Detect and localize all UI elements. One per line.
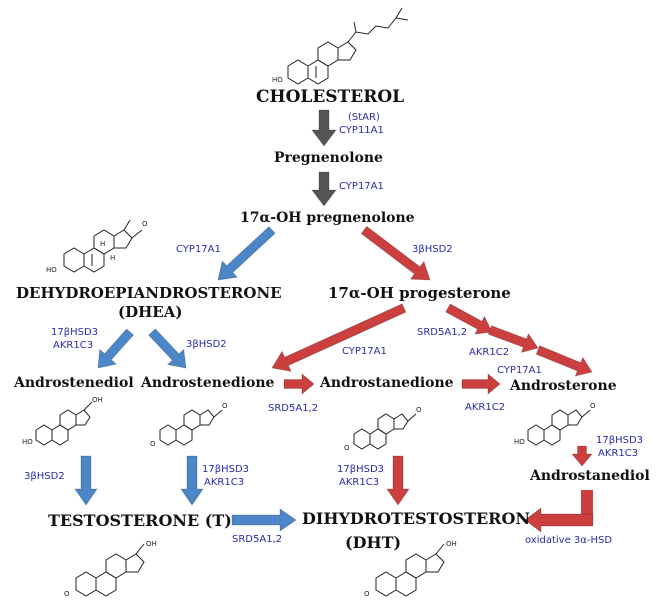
- arrow-dhea-to-androstenedione: [148, 328, 187, 369]
- enzyme-oxidative-3a-hsd: oxidative 3α-HSD: [525, 535, 613, 546]
- cholesterol-structure: HO: [272, 7, 409, 85]
- enzyme-cyp17a1-dhea: CYP17A1: [176, 244, 221, 255]
- enzyme-17bhsd3-dhea: 17βHSD3: [51, 327, 99, 338]
- svg-text:O: O: [150, 440, 156, 448]
- testosterone-structure: OH O: [64, 540, 157, 598]
- arrow-akr1c2-step: [487, 325, 539, 353]
- svg-text:H: H: [110, 254, 115, 262]
- svg-text:O: O: [64, 590, 70, 598]
- enzyme-akr1c3-dhea: AKR1C3: [53, 340, 94, 351]
- androstanedione-label: Androstanedione: [320, 375, 454, 391]
- arrow-oh-progesterone-to-srd5a-step: [445, 303, 493, 335]
- arrow-testosterone-to-dht: [231, 508, 297, 532]
- arrow-to-androsterone: [535, 345, 593, 377]
- enzyme-akr1c3-anstane: AKR1C3: [339, 477, 380, 488]
- svg-text:O: O: [344, 444, 350, 452]
- arrow-androstenediol-to-testosterone: [74, 455, 98, 506]
- enzyme-cyp17a1-prog: CYP17A1: [342, 346, 387, 357]
- svg-text:HO: HO: [22, 438, 33, 446]
- enzyme-3bhsd2-prog: 3βHSD2: [412, 244, 453, 255]
- svg-text:HO: HO: [46, 266, 57, 274]
- arrow-androsterone-to-androstanediol: [571, 445, 593, 467]
- androstenediol-structure: OH HO: [22, 396, 103, 446]
- enzyme-cyp11a1: CYP11A1: [339, 125, 384, 136]
- dhea-structure: O HO H H: [46, 219, 148, 274]
- arrow-pregnenolone-to-oh-pregnenolone: [311, 171, 337, 207]
- oh-progesterone-label: 17α-OH progesterone: [328, 284, 511, 302]
- enzyme-3bhsd2-dhea: 3βHSD2: [186, 339, 227, 350]
- oh-pregnenolone-label: 17α-OH pregnenolone: [240, 210, 415, 226]
- cholesterol-label: CHOLESTEROL: [256, 87, 405, 107]
- svg-text:O: O: [416, 406, 422, 414]
- arrow-oh-pregnenolone-to-oh-progesterone: [360, 225, 431, 281]
- dhea-label-line2: (DHEA): [118, 303, 183, 321]
- svg-text:H: H: [100, 240, 105, 248]
- androstanediol-label: Androstanediol: [530, 468, 650, 484]
- svg-text:O: O: [142, 220, 148, 228]
- dhea-label-line1: DEHYDROEPIANDROSTERONE: [16, 284, 282, 302]
- svg-text:O: O: [364, 590, 370, 598]
- enzyme-cyp17a1-preg: CYP17A1: [339, 181, 384, 192]
- svg-text:OH: OH: [146, 540, 157, 548]
- enzyme-star: (StAR): [348, 112, 380, 123]
- enzyme-17bhsd3-anstane: 17βHSD3: [337, 464, 385, 475]
- svg-text:HO: HO: [514, 438, 525, 446]
- androstenediol-label: Androstenediol: [14, 375, 134, 391]
- svg-text:OH: OH: [446, 540, 457, 548]
- enzyme-akr1c3-andros: AKR1C3: [598, 448, 639, 459]
- enzyme-3bhsd2-bottom: 3βHSD2: [24, 471, 65, 482]
- androsterone-structure: O HO: [514, 402, 596, 446]
- arrow-cholesterol-to-pregnenolone: [311, 109, 337, 147]
- arrow-androstanediol-to-dht: [524, 507, 594, 533]
- enzyme-akr1c3-andione: AKR1C3: [204, 477, 245, 488]
- arrow-androstanedione-to-dht: [386, 455, 410, 506]
- svg-text:HO: HO: [272, 76, 283, 84]
- androstenedione-structure: O O: [150, 402, 228, 448]
- enzyme-akr1c2-mid: AKR1C2: [465, 402, 506, 413]
- enzyme-srd5a12-mid: SRD5A1,2: [268, 403, 319, 414]
- arrow-androstanedione-to-androsterone: [461, 373, 501, 395]
- arrow-androstenedione-to-testosterone: [180, 455, 204, 506]
- enzyme-srd5a12-bottom: SRD5A1,2: [232, 534, 283, 545]
- svg-text:O: O: [590, 402, 596, 410]
- enzyme-srd5a12-top: SRD5A1,2: [417, 327, 468, 338]
- testosterone-label: TESTOSTERONE (T): [48, 511, 232, 530]
- arrow-oh-pregnenolone-to-dhea: [217, 226, 276, 281]
- arrow-dhea-to-androstenediol: [97, 328, 134, 369]
- enzyme-akr1c2-top: AKR1C2: [469, 347, 510, 358]
- svg-text:O: O: [222, 402, 228, 410]
- enzyme-cyp17a1-andro: CYP17A1: [497, 365, 542, 376]
- enzyme-17bhsd3-andione: 17βHSD3: [202, 464, 250, 475]
- dht-structure: OH O: [364, 540, 457, 598]
- arrow-androstenedione-to-androstanedione: [283, 373, 315, 395]
- svg-text:OH: OH: [92, 396, 103, 404]
- pregnenolone-label: Pregnenolone: [274, 150, 383, 166]
- arrow-oh-progesterone-to-androstenedione: [271, 303, 407, 372]
- dht-label-line1: DIHYDROTESTOSTERON: [302, 509, 531, 528]
- dht-label-line2: (DHT): [345, 533, 402, 552]
- enzyme-17bhsd3-andros: 17βHSD3: [596, 435, 644, 446]
- androstanedione-structure: O O: [344, 406, 422, 452]
- androsterone-label: Androsterone: [510, 378, 617, 394]
- androstenedione-label: Androstenedione: [141, 375, 275, 391]
